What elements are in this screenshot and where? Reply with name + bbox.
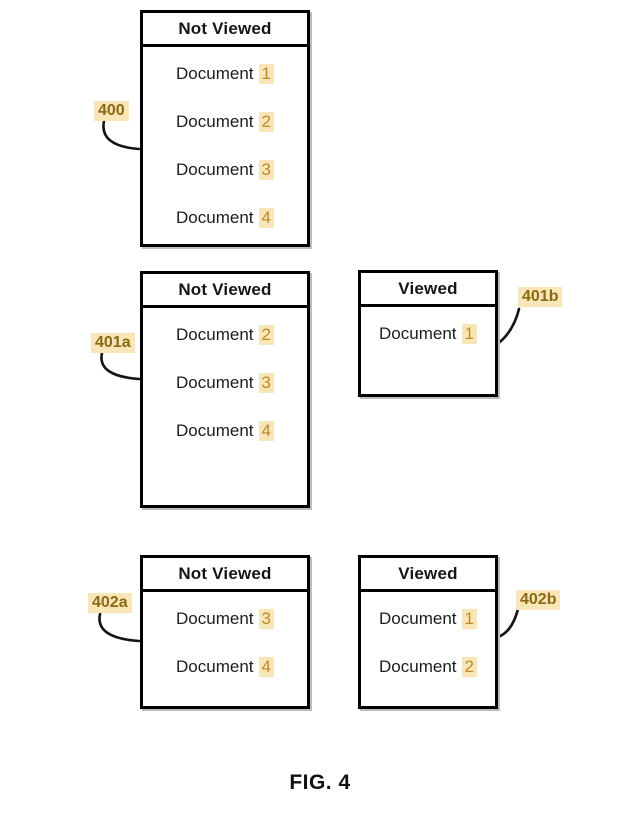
document-list: Document 3 Document 4 (143, 592, 307, 691)
document-label: Document (176, 657, 254, 676)
document-item: Document 4 (143, 407, 307, 455)
document-item: Document 2 (143, 98, 307, 146)
document-item: Document 1 (361, 310, 495, 358)
box-header: Viewed (361, 273, 495, 307)
document-list: Document 1 (361, 307, 495, 358)
document-item: Document 3 (143, 146, 307, 194)
document-number: 3 (258, 160, 274, 180)
leader-line-400 (102, 119, 141, 151)
ref-label-401a: 401a (91, 333, 135, 353)
document-label: Document (176, 160, 254, 179)
box-header: Not Viewed (143, 13, 307, 47)
document-label: Document (176, 112, 254, 131)
ref-label-402a: 402a (88, 593, 132, 613)
document-number: 1 (461, 609, 477, 629)
figure-caption: FIG. 4 (289, 771, 351, 794)
document-number: 3 (258, 609, 274, 629)
document-list: Document 2 Document 3 Document 4 (143, 308, 307, 455)
document-label: Document (176, 421, 254, 440)
state-box-401a: Not Viewed Document 2 Document 3 Documen… (140, 271, 310, 508)
document-item: Document 4 (143, 643, 307, 691)
document-item: Document 2 (143, 311, 307, 359)
leader-line-402b (496, 607, 520, 639)
document-number: 1 (258, 64, 274, 84)
ref-label-400: 400 (94, 101, 129, 121)
document-number: 2 (258, 112, 274, 132)
document-label: Document (176, 373, 254, 392)
document-label: Document (379, 657, 457, 676)
state-box-402a: Not Viewed Document 3 Document 4 (140, 555, 310, 709)
box-header: Not Viewed (143, 558, 307, 592)
document-number: 4 (258, 421, 274, 441)
document-label: Document (176, 64, 254, 83)
state-box-400: Not Viewed Document 1 Document 2 Documen… (140, 10, 310, 247)
document-number: 3 (258, 373, 274, 393)
document-label: Document (379, 324, 457, 343)
document-item: Document 1 (143, 50, 307, 98)
document-number: 2 (258, 325, 274, 345)
document-number: 4 (258, 657, 274, 677)
state-box-401b: Viewed Document 1 (358, 270, 498, 397)
document-item: Document 4 (143, 194, 307, 242)
document-number: 1 (461, 324, 477, 344)
document-item: Document 3 (143, 595, 307, 643)
ref-label-402b: 402b (516, 590, 561, 610)
box-header: Not Viewed (143, 274, 307, 308)
document-list: Document 1 Document 2 (361, 592, 495, 691)
document-list: Document 1 Document 2 Document 3 Documen… (143, 47, 307, 242)
document-item: Document 3 (143, 359, 307, 407)
leader-line-401a (100, 351, 141, 381)
box-header: Viewed (361, 558, 495, 592)
leader-line-402a (98, 612, 141, 643)
state-box-402b: Viewed Document 1 Document 2 (358, 555, 498, 709)
document-item: Document 2 (361, 643, 495, 691)
document-label: Document (176, 325, 254, 344)
ref-label-401b: 401b (518, 287, 563, 307)
document-label: Document (176, 208, 254, 227)
document-label: Document (379, 609, 457, 628)
leader-line-401b (494, 307, 521, 347)
document-number: 4 (258, 208, 274, 228)
document-number: 2 (461, 657, 477, 677)
document-label: Document (176, 609, 254, 628)
document-item: Document 1 (361, 595, 495, 643)
